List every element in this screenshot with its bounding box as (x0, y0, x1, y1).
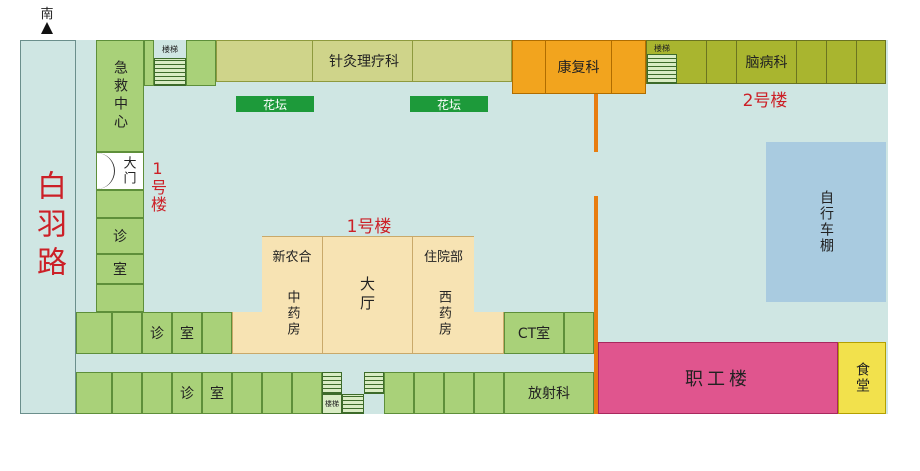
row-cell (202, 312, 232, 354)
flowerbed-2: 花坛 (410, 96, 488, 112)
courtyard-notch (474, 236, 504, 312)
top-cell (144, 40, 154, 86)
stairs-icon (342, 394, 364, 414)
neuro-divider (796, 40, 797, 84)
neuro-divider (856, 40, 857, 84)
clinic-cell: 诊 (172, 372, 202, 414)
rehab-divider (545, 40, 546, 94)
emergency-label: 急救中心 (112, 60, 128, 132)
ct-room: CT室 (504, 312, 564, 354)
bottom-cell (232, 372, 262, 414)
stairs-label-bottom: 楼梯 (322, 394, 342, 414)
courtyard-notch (232, 236, 262, 312)
new-coop-label: 新农合 (272, 249, 312, 265)
acupuncture-divider (312, 40, 313, 82)
left-cell (96, 190, 144, 218)
emergency-block (96, 40, 144, 152)
stairs-icon (154, 58, 186, 86)
stairs-label-neuro: 楼梯 (654, 43, 670, 53)
row-cell (76, 312, 112, 354)
gate-door-icon (97, 153, 115, 189)
hall-label: 大厅 (358, 276, 376, 314)
orange-wall (594, 94, 598, 152)
chinese-pharmacy-label: 中药房 (284, 290, 300, 338)
neuro-label: 脑病科 (745, 55, 788, 71)
clinic-cell: 室 (96, 254, 144, 284)
bottom-cell (112, 372, 142, 414)
compass-arrow-icon (41, 22, 53, 34)
stairs-label-top: 楼梯 (162, 44, 178, 54)
building1-side-label: 1号楼 (148, 159, 167, 213)
road-label: 白羽路 (20, 40, 76, 414)
compass-label: 南 (40, 6, 54, 22)
stairs-icon (364, 372, 384, 394)
hall-divider (412, 236, 413, 354)
bottom-cell (384, 372, 414, 414)
bottom-cell (292, 372, 322, 414)
neuro-block (646, 40, 886, 84)
hall-divider (322, 236, 323, 354)
left-cell (96, 284, 144, 312)
canteen: 食堂 (838, 342, 886, 414)
row-cell (112, 312, 142, 354)
bottom-cell (444, 372, 474, 414)
clinic-cell: 诊 (96, 218, 144, 254)
gate-label: 大门 (120, 156, 136, 186)
inpatient-label: 住院部 (423, 249, 463, 265)
clinic-cell: 诊 (142, 312, 172, 354)
stairs-icon (647, 54, 677, 84)
clinic-cell: 室 (202, 372, 232, 414)
bottom-cell (142, 372, 172, 414)
bottom-cell (76, 372, 112, 414)
staff-building: 职工楼 (598, 342, 838, 414)
hall-complex (232, 236, 504, 354)
flowerbed-1: 花坛 (236, 96, 314, 112)
orange-wall (594, 196, 598, 414)
neuro-divider (706, 40, 707, 84)
rehab-divider (611, 40, 612, 94)
stairs-icon (322, 372, 342, 394)
neuro-divider (736, 40, 737, 84)
row-cell (564, 312, 594, 354)
bike-shed: 自行车棚 (766, 142, 886, 302)
bottom-cell (474, 372, 504, 414)
building1-label: 1号楼 (346, 216, 392, 237)
rehab-label: 康复科 (557, 60, 600, 76)
bottom-cell (262, 372, 292, 414)
top-cell (186, 40, 216, 86)
western-pharmacy-label: 西药房 (436, 290, 451, 338)
clinic-cell: 室 (172, 312, 202, 354)
rehab-block (512, 40, 646, 94)
acupuncture-dept: 针灸理疗科 (216, 40, 512, 82)
building2-label: 2号楼 (742, 90, 788, 111)
acupuncture-divider (412, 40, 413, 82)
bottom-cell (414, 372, 444, 414)
neuro-divider (826, 40, 827, 84)
radiology-dept: 放射科 (504, 372, 594, 414)
